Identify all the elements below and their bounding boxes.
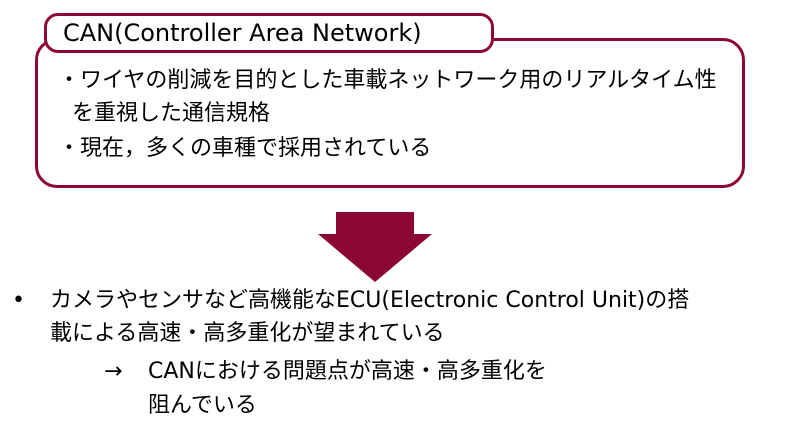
body-line-demand: 載による高速・高多重化が望まれている <box>50 321 445 346</box>
bullet-icon: • <box>12 288 25 313</box>
consequence-line-blocking: 阻んでいる <box>148 393 257 418</box>
box-line-communication-standard: を重視した通信規格 <box>72 101 271 126</box>
consequence-line-problem: CANにおける問題点が高速・高多重化を <box>148 359 547 384</box>
can-title-label: CAN(Controller Area Network) <box>44 13 494 53</box>
body-line-ecu: カメラやセンサなど高機能なECU(Electronic Control Unit… <box>50 288 690 313</box>
box-line-wire-reduction: ・ワイヤの削減を目的とした車載ネットワーク用のリアルタイム性 <box>58 68 717 93</box>
right-arrow-icon: → <box>104 359 123 384</box>
can-title-text: CAN(Controller Area Network) <box>63 19 422 47</box>
down-arrow-icon <box>318 212 432 282</box>
box-line-adoption: ・現在，多くの車種で採用されている <box>58 136 432 161</box>
